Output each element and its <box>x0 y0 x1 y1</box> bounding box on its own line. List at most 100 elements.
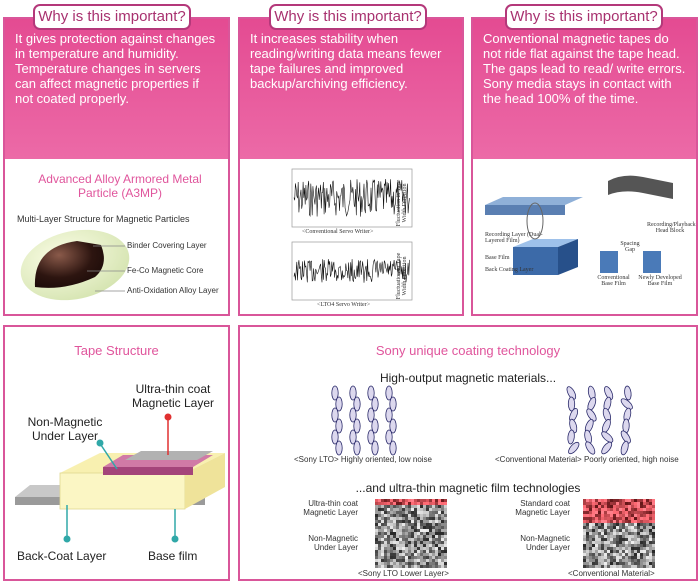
texture-cell <box>405 502 408 505</box>
texture-cell <box>375 538 378 541</box>
texture-cell <box>381 502 384 505</box>
texture-cell <box>634 553 637 556</box>
texture-cell <box>595 562 598 565</box>
texture-cell <box>637 514 640 517</box>
texture-cell <box>634 535 637 538</box>
texture-cell <box>607 535 610 538</box>
texture-cell <box>417 532 420 535</box>
texture-cell <box>417 535 420 538</box>
texture-cell <box>604 499 607 502</box>
layer-label: Standard coat Magnetic Layer <box>515 499 570 517</box>
texture-cell <box>595 505 598 508</box>
texture-cell <box>408 514 411 517</box>
texture-cell <box>583 505 586 508</box>
texture-cell <box>619 565 622 568</box>
texture-cell <box>589 565 592 568</box>
texture-cell <box>592 559 595 562</box>
texture-cell <box>628 559 631 562</box>
texture-cell <box>420 547 423 550</box>
texture-cell <box>444 538 447 541</box>
texture-cell <box>435 499 438 502</box>
texture-cell <box>435 535 438 538</box>
texture-cell <box>604 556 607 559</box>
texture-cell <box>414 559 417 562</box>
texture-cell <box>444 547 447 550</box>
texture-cell <box>640 523 643 526</box>
particle-illustration <box>20 229 130 301</box>
texture-cell <box>435 565 438 568</box>
texture-cell <box>592 526 595 529</box>
texture-cell <box>399 529 402 532</box>
particle-icon <box>385 407 393 423</box>
texture-cell <box>634 529 637 532</box>
texture-cell <box>586 526 589 529</box>
texture-cell <box>441 562 444 565</box>
texture-cell <box>589 550 592 553</box>
texture-cell <box>616 532 619 535</box>
texture-cell <box>595 514 598 517</box>
texture-cell <box>381 517 384 520</box>
texture-cell <box>375 511 378 514</box>
texture-cell <box>652 559 655 562</box>
texture-cell <box>432 499 435 502</box>
texture-cell <box>441 499 444 502</box>
texture-cell <box>628 538 631 541</box>
texture-cell <box>625 556 628 559</box>
texture-cell <box>378 535 381 538</box>
texture-cell <box>592 523 595 526</box>
texture-cell <box>378 541 381 544</box>
texture-cell <box>634 550 637 553</box>
texture-cell <box>387 541 390 544</box>
texture-cell <box>610 520 613 523</box>
texture-cell <box>589 529 592 532</box>
texture-cell <box>441 544 444 547</box>
texture-cell <box>592 499 595 502</box>
texture-cell <box>604 502 607 505</box>
texture-cell <box>643 538 646 541</box>
texture-cell <box>420 514 423 517</box>
servo-chart-lto4 <box>291 241 413 301</box>
texture-cell <box>607 511 610 514</box>
texture-cell <box>646 514 649 517</box>
texture-cell <box>393 514 396 517</box>
texture-cell <box>598 511 601 514</box>
texture-cell <box>387 499 390 502</box>
texture-cell <box>396 547 399 550</box>
texture-cell <box>438 553 441 556</box>
texture-cell <box>432 511 435 514</box>
texture-cell <box>637 541 640 544</box>
texture-cell <box>384 553 387 556</box>
texture-cell <box>646 529 649 532</box>
texture-cell <box>613 550 616 553</box>
texture-cell <box>432 538 435 541</box>
texture-cell <box>438 502 441 505</box>
texture-cell <box>438 532 441 535</box>
texture-cell <box>423 562 426 565</box>
texture-cell <box>628 514 631 517</box>
texture-cell <box>411 553 414 556</box>
particle-label: Binder Covering Layer <box>127 241 207 250</box>
texture-cell <box>426 505 429 508</box>
texture-cell <box>387 535 390 538</box>
texture-cell <box>604 535 607 538</box>
texture-cell <box>601 556 604 559</box>
texture-cell <box>628 523 631 526</box>
texture-cell <box>381 565 384 568</box>
texture-cell <box>408 508 411 511</box>
texture-cell <box>613 499 616 502</box>
texture-cell <box>604 514 607 517</box>
texture-cell <box>396 553 399 556</box>
texture-cell <box>586 529 589 532</box>
texture-cell <box>408 556 411 559</box>
texture-cell <box>426 517 429 520</box>
texture-cell <box>622 553 625 556</box>
tab-why-important: Why is this important? <box>269 4 427 30</box>
texture-cell <box>426 550 429 553</box>
texture-cell <box>598 541 601 544</box>
texture-cell <box>408 505 411 508</box>
texture-cell <box>378 550 381 553</box>
texture-cell <box>405 517 408 520</box>
texture-cell <box>616 517 619 520</box>
texture-cell <box>420 556 423 559</box>
texture-cell <box>420 562 423 565</box>
